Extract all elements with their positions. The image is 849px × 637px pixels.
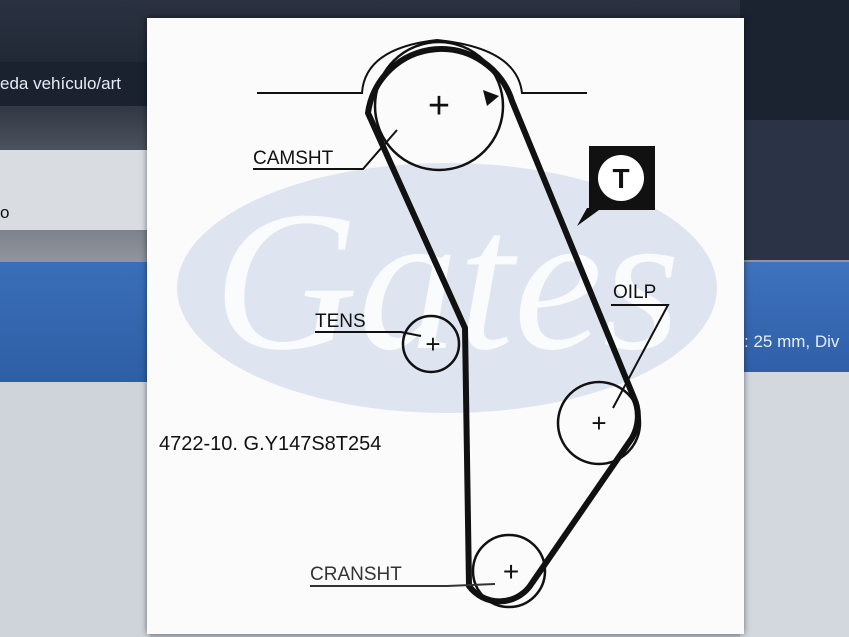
tensioner-pulley	[401, 314, 461, 374]
leader-camshaft	[253, 129, 398, 170]
oil-pump-pulley	[556, 380, 642, 466]
camshaft-pulley	[373, 40, 505, 172]
rotation-arrow-icon	[483, 90, 499, 106]
tension-badge-icon: T	[612, 163, 629, 194]
right-info-snippet: : 25 mm, Div	[744, 332, 840, 351]
left-title-snippet: eda vehículo/art	[0, 74, 121, 93]
leader-tensioner	[315, 331, 422, 337]
left-title-bar	[0, 62, 150, 106]
svg-text:+: +	[503, 556, 519, 587]
leader-crankshaft	[310, 583, 496, 587]
label-tensioner: TENS	[315, 311, 366, 332]
tension-badge: T	[577, 146, 655, 226]
right-mid-panel	[740, 120, 849, 260]
left-light-panel	[0, 150, 150, 230]
part-code-text: 4722-10. G.Y147S8T254	[159, 433, 382, 455]
right-background-window: : 25 mm, Div	[740, 0, 849, 637]
timing-belt	[365, 45, 641, 605]
leader-oil-pump	[611, 304, 670, 409]
belt-diagram-panel: Gates + + + + CAMSHT TENS OILP CRANSHT	[147, 18, 744, 634]
right-dark-top	[740, 0, 849, 120]
crankshaft-pulley	[471, 533, 547, 609]
svg-text:+: +	[425, 329, 440, 359]
svg-text:+: +	[428, 85, 450, 127]
svg-text:+: +	[591, 408, 606, 438]
label-camshaft: CAMSHT	[253, 148, 334, 169]
label-crankshaft: CRANSHT	[310, 564, 402, 585]
belt-routing-diagram: Gates + + + + CAMSHT TENS OILP CRANSHT	[177, 38, 717, 609]
engine-cover-line	[257, 38, 587, 94]
right-blue-panel	[740, 262, 849, 372]
right-lower-panel	[740, 372, 849, 637]
left-background-window: eda vehículo/art o	[0, 0, 150, 637]
left-lower-panel	[0, 382, 150, 637]
left-mid-snippet: o	[0, 203, 10, 222]
left-blue-panel	[0, 262, 150, 382]
label-oil-pump: OILP	[613, 282, 656, 303]
